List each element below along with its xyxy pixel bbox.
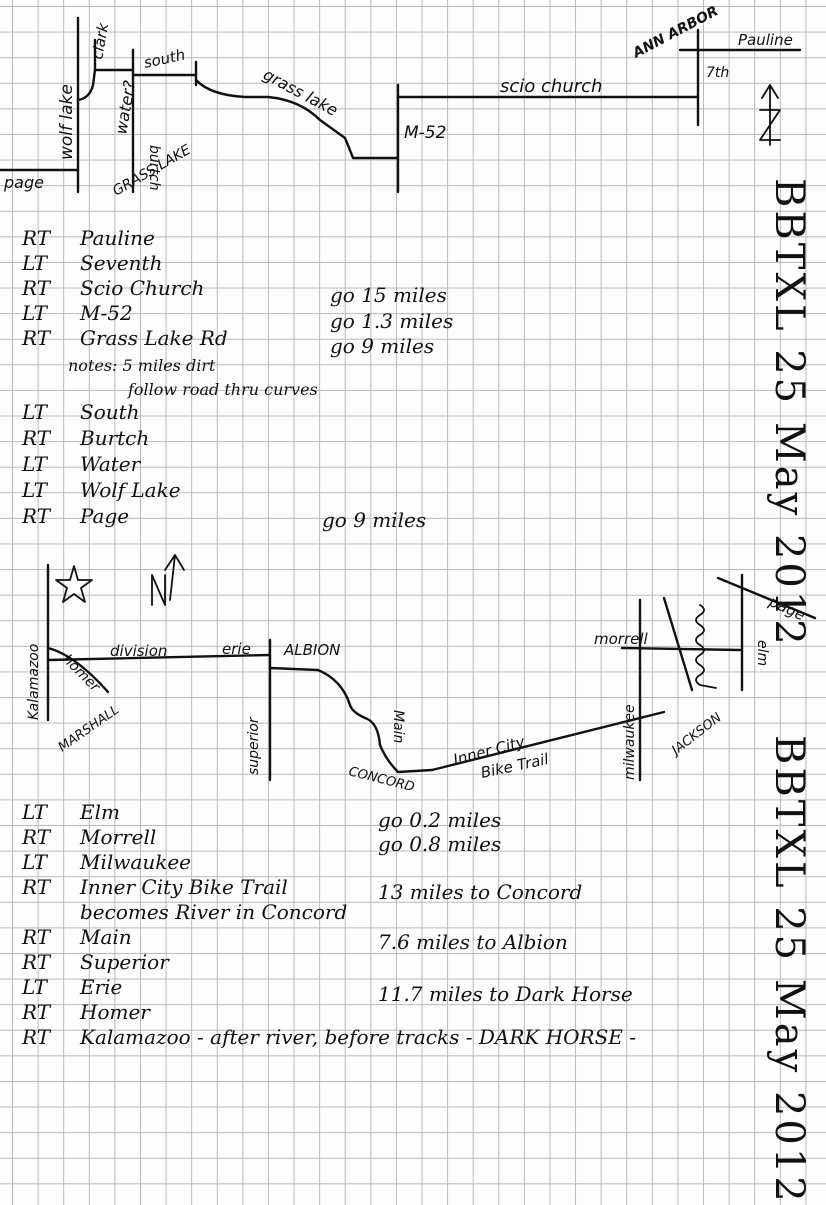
direction-row: becomes River in Concord bbox=[80, 900, 348, 924]
distance-erie: 11.7 miles to Dark Horse bbox=[378, 982, 633, 1006]
label-south: south bbox=[142, 46, 187, 72]
label-burtch: burtch bbox=[146, 145, 162, 191]
label-water: water? bbox=[111, 79, 139, 136]
label-albion: ALBION bbox=[283, 641, 340, 659]
distance-grass: go 9 miles bbox=[330, 334, 435, 358]
label-pauline: Pauline bbox=[738, 31, 793, 49]
distance-trail: 13 miles to Concord bbox=[378, 880, 583, 904]
river-squiggle bbox=[695, 604, 717, 689]
road-grass-lake bbox=[194, 78, 400, 160]
distance-morrell: go 0.8 miles bbox=[378, 832, 502, 856]
label-kalamazoo: Kalamazoo bbox=[26, 644, 42, 720]
label-main: Main bbox=[390, 710, 406, 743]
label-erie: erie bbox=[222, 640, 251, 658]
note-line: notes: 5 miles dirt bbox=[68, 356, 216, 375]
label-ann-arbor: ANN ARBOR bbox=[629, 3, 721, 62]
label-clark: clark bbox=[88, 20, 112, 60]
label-seventh: 7th bbox=[706, 65, 729, 81]
distance-elm: go 0.2 miles bbox=[378, 808, 502, 832]
label-morrell: morrell bbox=[594, 630, 649, 648]
distance-scio: go 15 miles bbox=[330, 283, 447, 307]
distance-page: go 9 miles bbox=[322, 508, 427, 532]
title-top: BBTXL 25 May 2012 bbox=[766, 178, 812, 648]
label-grass-lake-rd: grass lake bbox=[260, 65, 341, 120]
north-arrow-icon-2 bbox=[151, 554, 185, 606]
road-homer bbox=[46, 646, 110, 694]
label-m52: M-52 bbox=[404, 123, 446, 143]
label-marshall: MARSHALL bbox=[56, 703, 122, 756]
note-line: follow road thru curves bbox=[128, 380, 318, 399]
label-concord: CONCORD bbox=[347, 764, 416, 795]
label-scio-church: scio church bbox=[500, 76, 602, 97]
road-diagonal bbox=[662, 596, 694, 692]
route-map-top: page wolf lake clark water? burtch south… bbox=[0, 3, 817, 795]
label-wolf-lake: wolf lake bbox=[57, 84, 77, 160]
star-icon bbox=[55, 565, 93, 603]
label-superior: superior bbox=[246, 716, 262, 775]
label-elm: elm bbox=[754, 640, 770, 666]
north-arrow-icon bbox=[759, 84, 781, 146]
road-division bbox=[46, 653, 272, 662]
label-milwaukee: milwaukee bbox=[622, 704, 638, 780]
distance-m52: go 1.3 miles bbox=[330, 309, 454, 333]
label-division: division bbox=[110, 642, 167, 660]
road-water bbox=[76, 68, 135, 102]
road-page-2 bbox=[716, 576, 817, 620]
road-bike-trail bbox=[430, 710, 666, 772]
title-bottom: BBTXL 25 May 2012 bbox=[766, 735, 812, 1205]
label-jackson: JACKSON bbox=[667, 710, 725, 760]
label-page: page bbox=[3, 173, 44, 192]
road-main bbox=[268, 666, 434, 774]
distance-main: 7.6 miles to Albion bbox=[378, 930, 568, 954]
road-morrell bbox=[620, 646, 742, 652]
